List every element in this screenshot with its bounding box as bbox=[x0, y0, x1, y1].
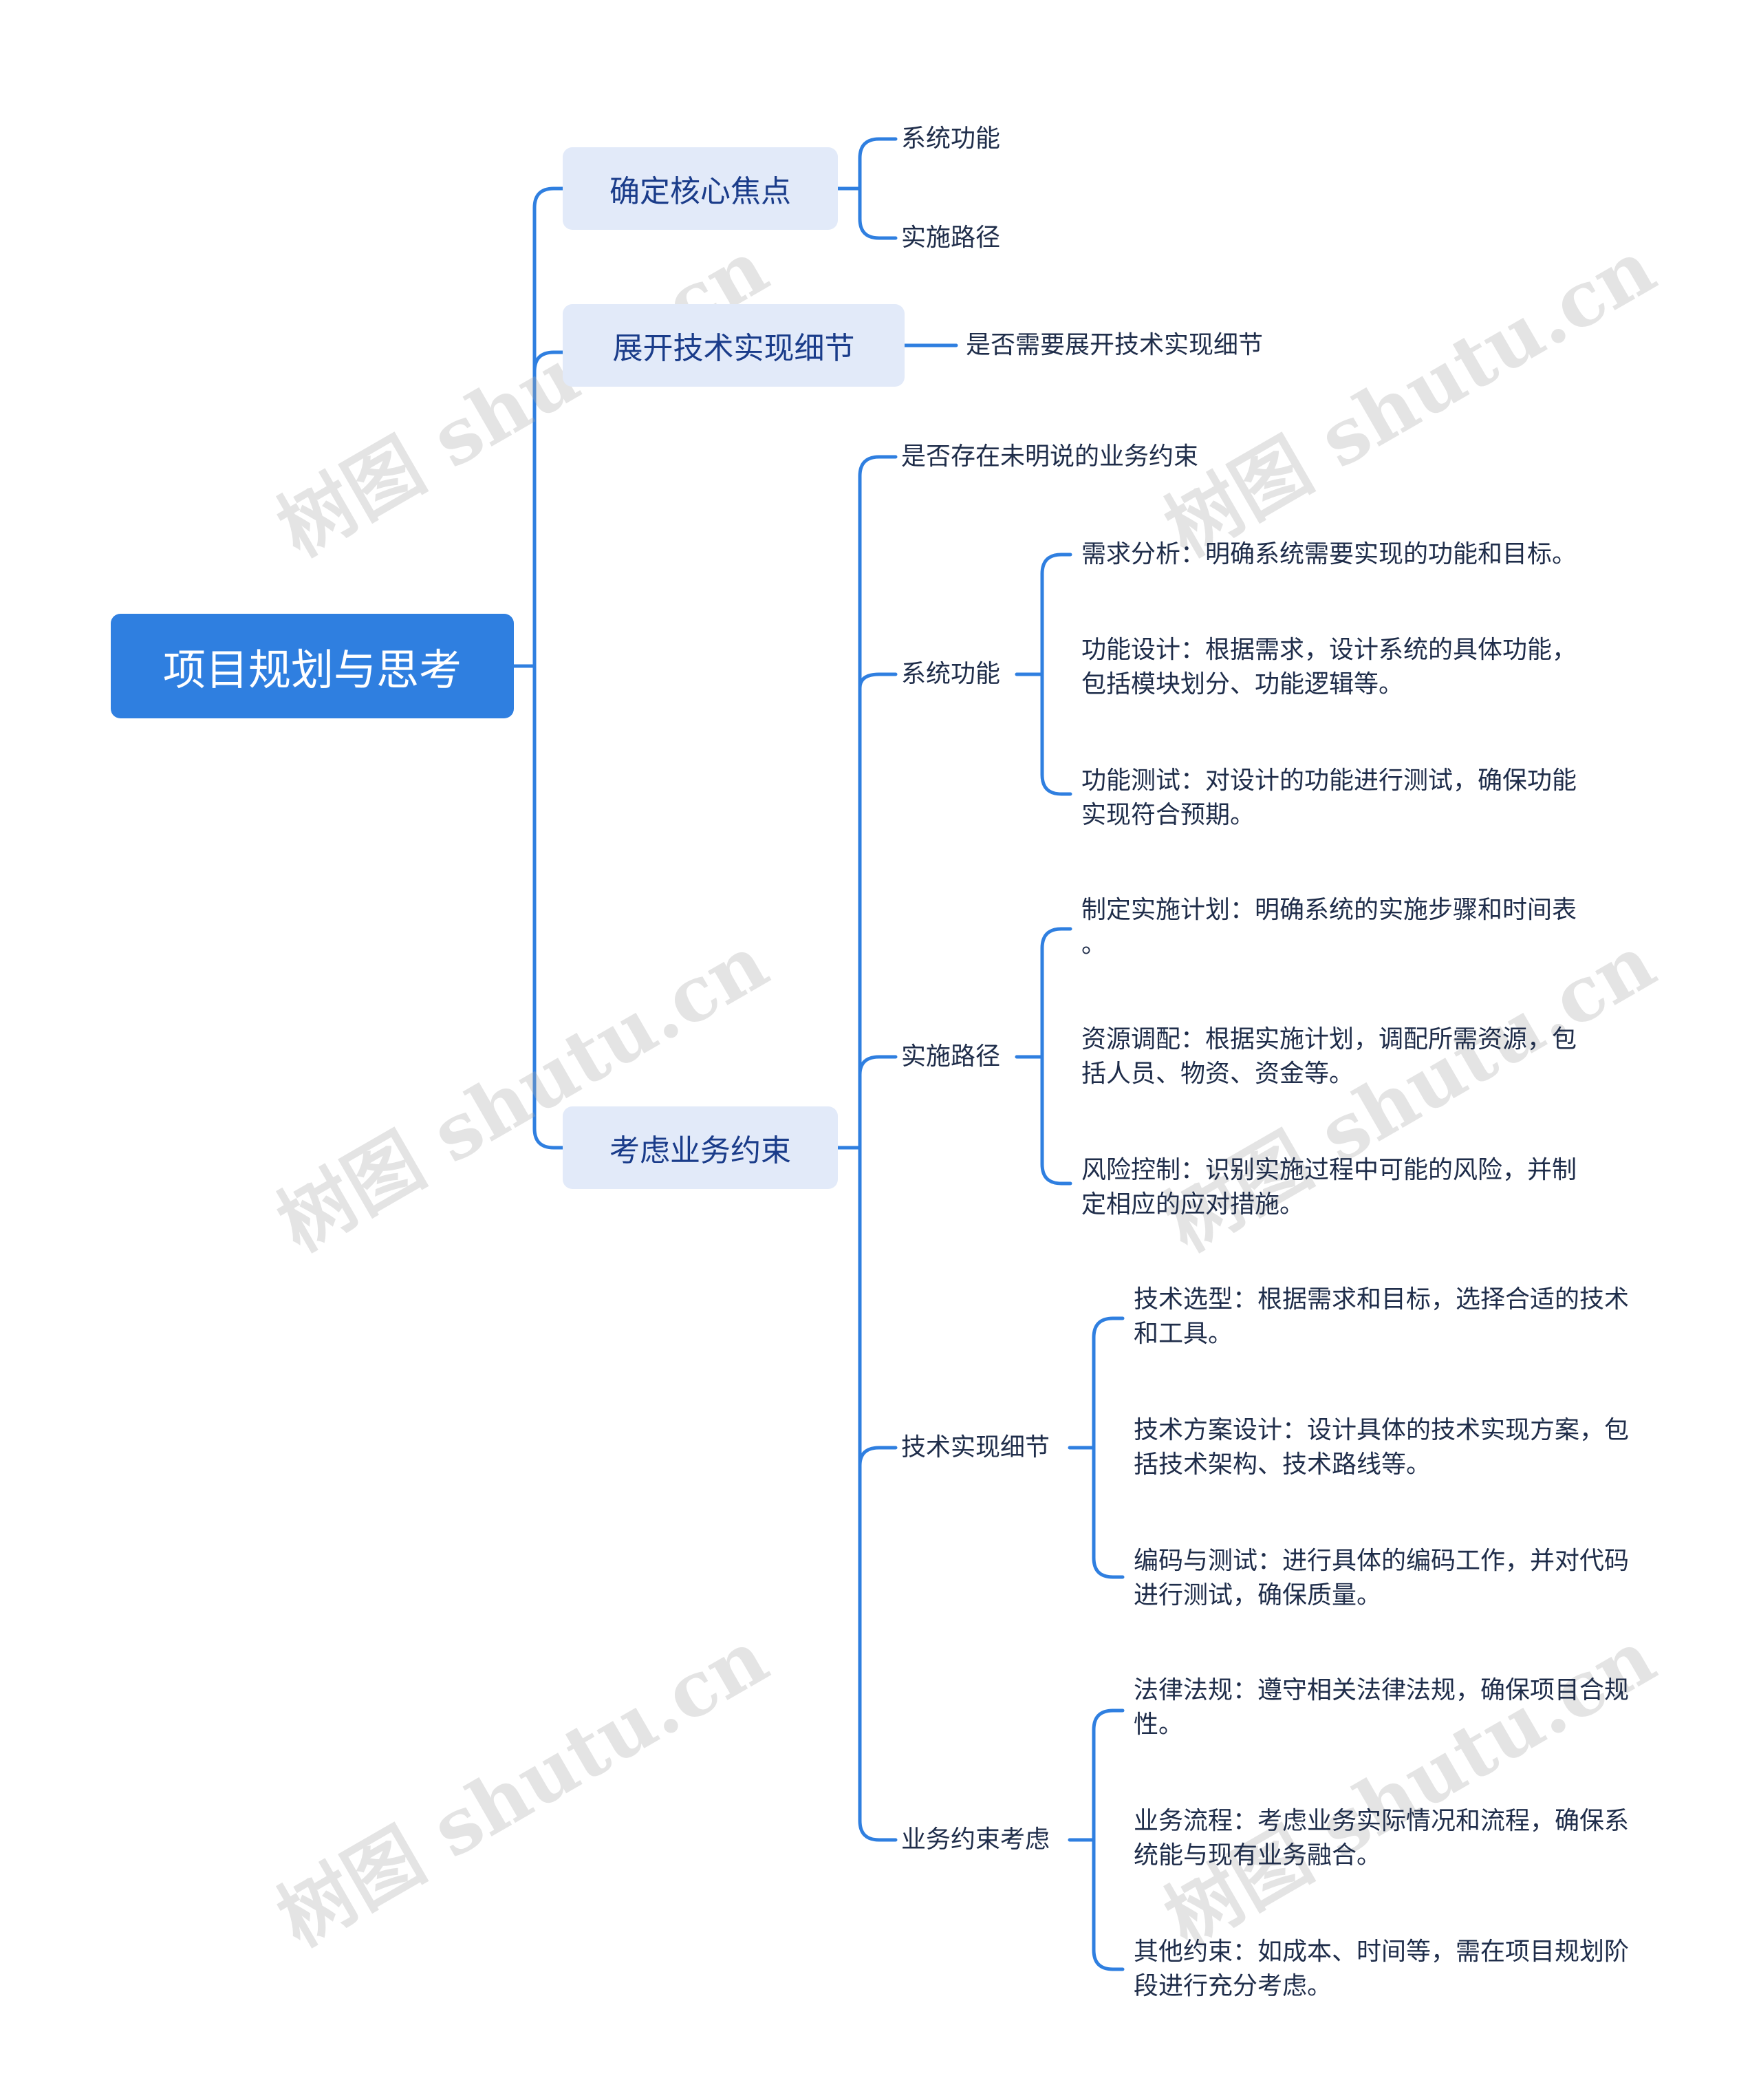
leaf-laws-regulations[interactable]: 法律法规：遵守相关法律法规，确保项目合规性。 bbox=[1134, 1676, 1630, 1739]
node-core-focus[interactable]: 确定核心焦点 bbox=[563, 147, 838, 230]
leaf-tech-selection[interactable]: 技术选型：根据需求和目标，选择合适的技术和工具。 bbox=[1134, 1285, 1630, 1348]
leaf-implementation-path[interactable]: 实施路径 bbox=[901, 224, 1001, 252]
leaf-function-design[interactable]: 功能设计：根据需求，设计系统的具体功能，包括模块划分、功能逻辑等。 bbox=[1081, 636, 1577, 698]
node-implementation-path[interactable]: 实施路径 bbox=[901, 1042, 1001, 1071]
node-business-constraint[interactable]: 考虑业务约束 bbox=[563, 1106, 838, 1189]
node-tech-implementation[interactable]: 技术实现细节 bbox=[901, 1433, 1050, 1461]
leaf-implementation-plan[interactable]: 制定实施计划：明确系统的实施步骤和时间表。 bbox=[1081, 896, 1577, 958]
leaf-function-test[interactable]: 功能测试：对设计的功能进行测试，确保功能实现符合预期。 bbox=[1081, 767, 1577, 829]
leaf-system-function[interactable]: 系统功能 bbox=[901, 125, 1001, 153]
leaf-unstated-constraint[interactable]: 是否存在未明说的业务约束 bbox=[901, 442, 1199, 471]
root-node[interactable]: 项目规划与思考 bbox=[111, 614, 514, 718]
node-system-function[interactable]: 系统功能 bbox=[901, 660, 1001, 688]
leaf-resource-allocation[interactable]: 资源调配：根据实施计划，调配所需资源，包括人员、物资、资金等。 bbox=[1081, 1025, 1577, 1088]
leaf-coding-testing[interactable]: 编码与测试：进行具体的编码工作，并对代码进行测试，确保质量。 bbox=[1134, 1547, 1630, 1609]
node-tech-detail[interactable]: 展开技术实现细节 bbox=[563, 304, 905, 387]
leaf-tech-solution-design[interactable]: 技术方案设计：设计具体的技术实现方案，包括技术架构、技术路线等。 bbox=[1134, 1416, 1630, 1479]
leaf-other-constraints[interactable]: 其他约束：如成本、时间等，需在项目规划阶段进行充分考虑。 bbox=[1134, 1938, 1630, 2000]
leaf-need-tech-detail[interactable]: 是否需要展开技术实现细节 bbox=[966, 331, 1264, 359]
leaf-risk-control[interactable]: 风险控制：识别实施过程中可能的风险，并制定相应的应对措施。 bbox=[1081, 1156, 1577, 1219]
leaf-business-process[interactable]: 业务流程：考虑业务实际情况和流程，确保系统能与现有业务融合。 bbox=[1134, 1807, 1630, 1869]
node-business-constraint-consider[interactable]: 业务约束考虑 bbox=[901, 1825, 1050, 1854]
leaf-requirement-analysis[interactable]: 需求分析：明确系统需要实现的功能和目标。 bbox=[1081, 540, 1577, 568]
